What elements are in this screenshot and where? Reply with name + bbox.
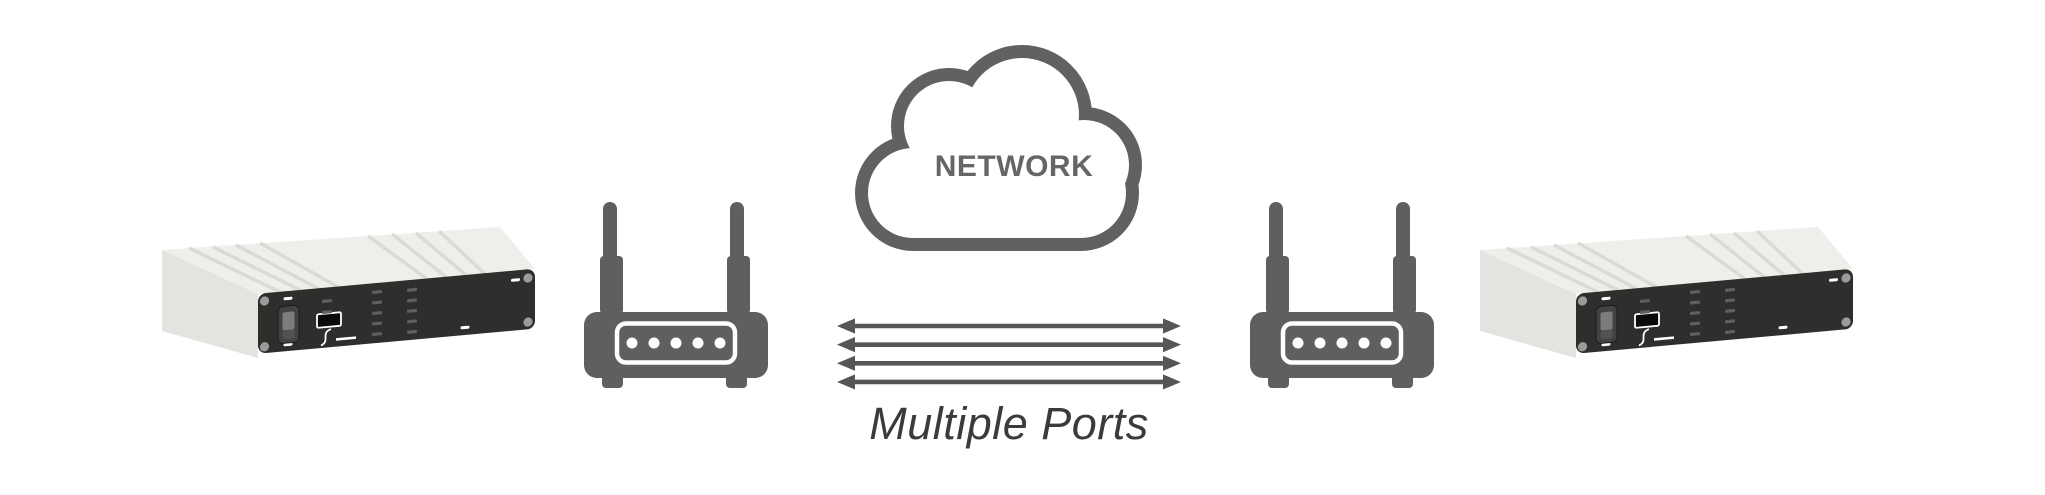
media-converter-device-left-icon [160, 225, 537, 360]
multi-port-arrows-icon [837, 318, 1181, 390]
network-cloud-icon: NETWORK [855, 45, 1142, 251]
wireless-router-right-icon [1249, 202, 1436, 389]
arrows-caption: Multiple Ports [869, 398, 1149, 449]
media-converter-device-right-icon [1478, 225, 1855, 360]
wireless-router-left-icon [583, 202, 770, 389]
cloud-label: NETWORK [935, 150, 1093, 183]
